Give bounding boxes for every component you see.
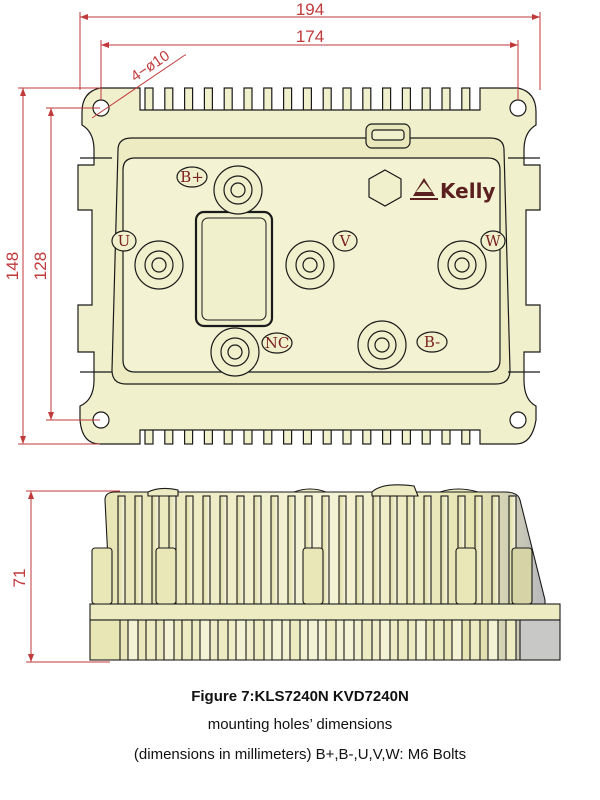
terminal-w-bolt [437,240,487,290]
figure-title: Figure 7:KLS7240N KVD7240N [191,688,409,705]
side-fin [372,495,381,605]
terminal-label-u: U [118,232,131,250]
side-fin [253,495,262,605]
terminal-v-bolt [285,240,335,290]
terminal-b-plus-bolt [213,165,263,215]
side-fin [491,495,500,605]
side-fin [338,495,347,605]
side-foot-right [519,619,561,661]
side-tooth [343,619,355,661]
terminal-label-b-plus: B+ [180,168,204,186]
side-tooth [505,619,517,661]
side-tooth [397,619,409,661]
terminal-b-minus-bolt [357,320,407,370]
side-tooth [217,619,229,661]
side-tooth [235,619,247,661]
hex-vent [368,169,402,207]
side-tooth [325,619,337,661]
side-tooth [199,619,211,661]
side-pillar-2 [155,547,177,605]
side-tooth [361,619,373,661]
side-tooth [433,619,445,661]
terminal-label-v: V [339,232,352,250]
side-fin [389,495,398,605]
side-tooth [379,619,391,661]
side-fin [423,495,432,605]
side-fin [287,495,296,605]
side-tooth [181,619,193,661]
label-oval-b-minus [416,331,448,353]
terminal-u-bolt [134,240,184,290]
side-pillar-5 [511,547,533,605]
terminal-nc-bolt [210,327,260,377]
side-fin [117,495,126,605]
side-tooth [487,619,499,661]
dim-label-height-outer: 148 [3,252,22,280]
side-bottom-teeth [127,619,517,661]
side-pillar-1 [91,547,113,605]
side-tooth [271,619,283,661]
figure-subtitle: mounting holes’ dimensions [207,716,393,733]
side-tooth [253,619,265,661]
side-tooth [289,619,301,661]
side-fin [134,495,143,605]
side-tooth [163,619,175,661]
side-tooth [415,619,427,661]
dim-label-side-height: 71 [10,569,29,588]
label-oval-v [332,230,358,252]
dim-label-hole-spec: 4−ø10 [128,47,173,85]
label-oval-b-plus [176,166,208,188]
label-oval-u [111,230,137,252]
signal-connector-cover-inner [201,217,267,321]
connector-boss-inner [371,129,405,141]
signal-connector-cover [194,210,274,328]
side-fin [202,495,211,605]
side-fin [270,495,279,605]
side-tooth [127,619,139,661]
side-fin [185,495,194,605]
dim-label-width-holes: 174 [296,27,324,46]
side-view [89,484,561,661]
mounting-hole-top-right [509,99,527,117]
label-oval-nc [261,332,293,354]
side-foot-left [89,619,121,661]
side-fin [440,495,449,605]
label-oval-w [480,230,506,252]
side-tooth [145,619,157,661]
side-tooth [469,619,481,661]
terminal-label-nc: NC [265,334,290,352]
side-top-bumps [147,484,479,497]
terminal-label-b-minus: B- [424,333,440,351]
side-pillar-3 [302,547,324,605]
terminal-label-w: W [485,232,501,250]
side-fin [219,495,228,605]
kelly-logo [410,178,438,200]
logo-text: Kelly [440,179,495,203]
side-fins [117,495,517,605]
mounting-hole-bottom-right [509,411,527,429]
dimension-lines [18,12,541,663]
side-tooth [307,619,319,661]
dim-label-height-holes: 128 [31,252,50,280]
side-tooth [451,619,463,661]
figure-note: (dimensions in millimeters) B+,B-,U,V,W:… [133,746,467,763]
side-fin [406,495,415,605]
side-pillar-4 [455,547,477,605]
dim-label-width-outer: 194 [296,0,324,19]
side-fin [236,495,245,605]
top-view [77,87,541,445]
side-flange [89,603,561,621]
side-fin [355,495,364,605]
